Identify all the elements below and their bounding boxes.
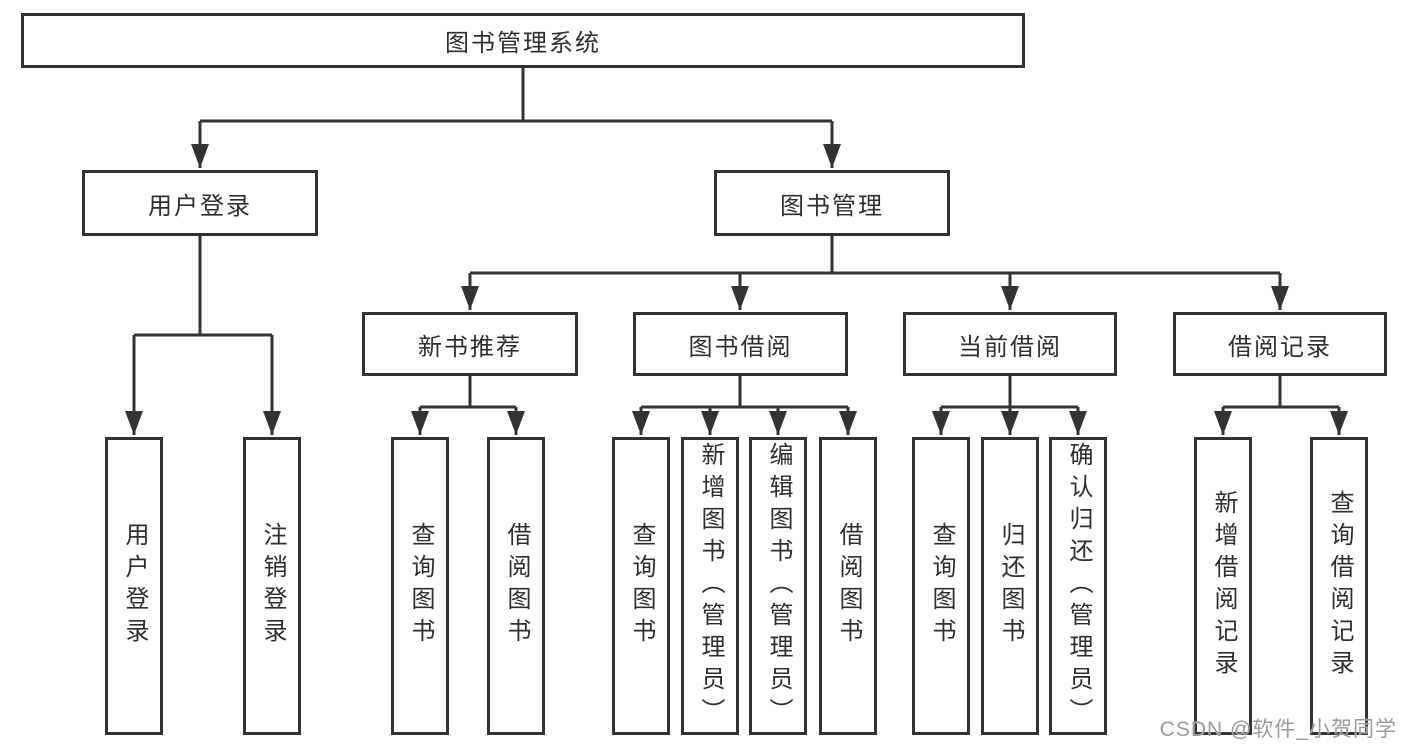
leaf-logout: 注销登录	[243, 437, 301, 735]
leaf-query-book-a: 查询图书	[391, 437, 449, 735]
connector-book-borrow	[632, 376, 857, 435]
connector-borrow-records	[1214, 376, 1348, 435]
connector-new-book-rec	[411, 376, 525, 435]
leaf-add-book-admin: 新增图书（管理员）	[681, 437, 739, 735]
node-borrow-records: 借阅记录	[1173, 312, 1387, 376]
leaf-user-login: 用户登录	[105, 437, 163, 735]
leaf-borrow-book-a: 借阅图书	[487, 437, 545, 735]
node-book-mgmt: 图书管理	[714, 170, 950, 236]
leaf-query-book-c: 查询图书	[912, 437, 970, 735]
leaf-borrow-book-b: 借阅图书	[819, 437, 877, 735]
leaf-confirm-return-admin: 确认归还（管理员）	[1049, 437, 1107, 735]
csdn-watermark: CSDN @软件_小贺同学	[1159, 718, 1397, 741]
node-current-borrow: 当前借阅	[903, 312, 1117, 376]
leaf-add-borrow-record: 新增借阅记录	[1194, 437, 1252, 735]
connector-current-borrow	[932, 376, 1087, 435]
node-user-login: 用户登录	[82, 170, 318, 236]
node-book-borrow: 图书借阅	[633, 312, 848, 376]
connector-user-login	[125, 236, 281, 435]
connector-root	[191, 68, 841, 168]
leaf-query-borrow-record: 查询借阅记录	[1310, 437, 1368, 735]
connector-book-mgmt	[461, 236, 1289, 310]
node-new-book-rec: 新书推荐	[362, 312, 578, 376]
leaf-edit-book-admin: 编辑图书（管理员）	[749, 437, 807, 735]
leaf-return-book: 归还图书	[981, 437, 1039, 735]
leaf-query-book-b: 查询图书	[612, 437, 670, 735]
node-root: 图书管理系统	[21, 13, 1025, 68]
